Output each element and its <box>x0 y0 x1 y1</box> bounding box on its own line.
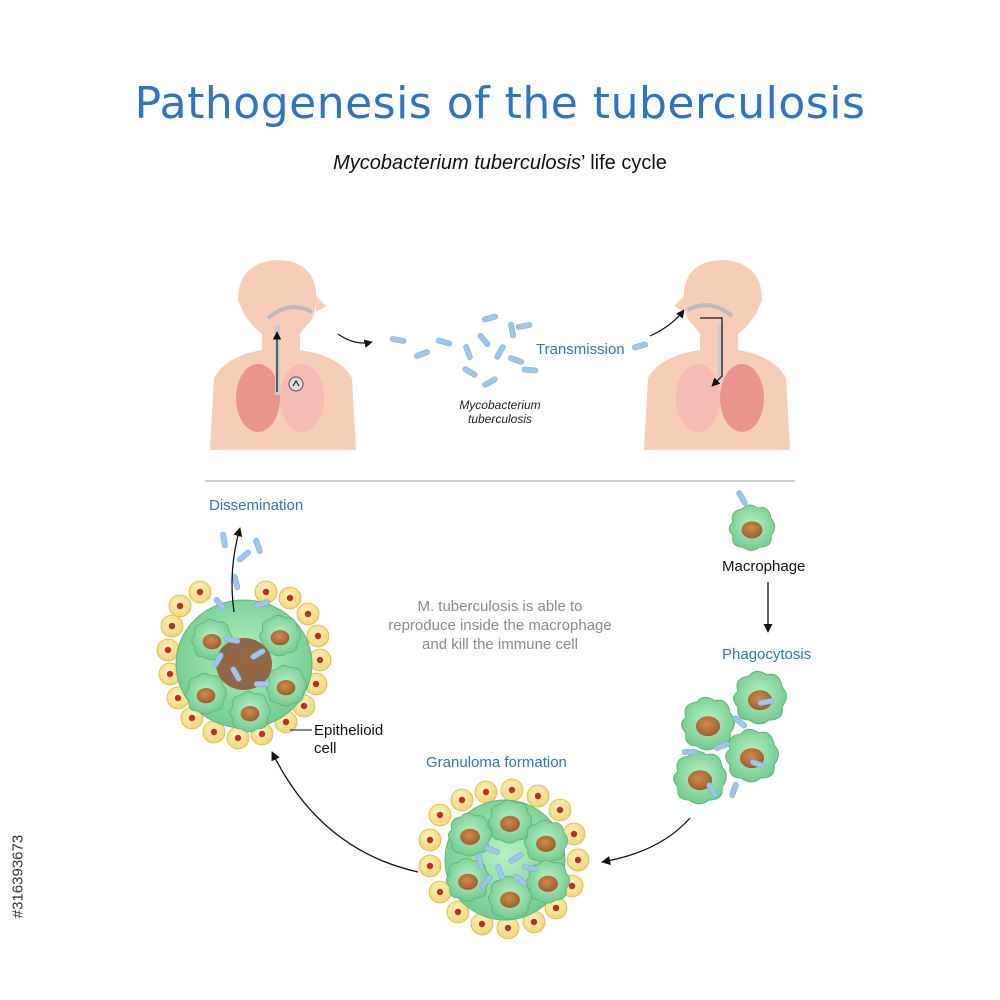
stock-id-text: #316393673 <box>9 834 27 919</box>
epithelioid-cell-label: Epithelioid cell <box>314 722 383 758</box>
mycobacterium-label-line2: tuberculosis <box>467 412 533 426</box>
note-line3: and kill the immune cell <box>422 636 578 653</box>
explanation-note: M. tuberculosis is able to reproduce ins… <box>350 597 650 654</box>
epithelioid-label-line2: cell <box>314 740 337 757</box>
granuloma-to-dissemination-arrow <box>271 751 419 873</box>
exhale-arrow <box>337 333 373 348</box>
subtitle-italic: Mycobacterium tuberculosis <box>333 152 581 174</box>
note-line1: M. tuberculosis is able to <box>417 598 583 615</box>
epithelioid-label-line1: Epithelioid <box>314 722 384 739</box>
phagocytosis-label: Phagocytosis <box>722 646 812 663</box>
granuloma-formation-label: Granuloma formation <box>426 754 567 771</box>
macrophage-label: Macrophage <box>722 558 806 575</box>
recipient-person-figure <box>644 260 790 450</box>
stock-id-vertical: #316393673 <box>8 768 28 988</box>
inhale-arrow <box>649 309 685 337</box>
mycobacterium-label: Mycobacterium tuberculosis <box>430 398 570 426</box>
page-title: Pathogenesis of the tuberculosis <box>134 78 866 129</box>
transmission-label: Transmission <box>536 341 625 358</box>
macrophage-cell <box>728 489 776 551</box>
necrotic-granuloma <box>156 531 332 750</box>
dissemination-arrow <box>231 527 243 613</box>
phagocytosis-cells <box>673 670 787 805</box>
infected-person-figure <box>210 260 356 450</box>
page-subtitle: Mycobacterium tuberculosis’ life cycle <box>0 152 1000 175</box>
mycobacterium-label-line1: Mycobacterium <box>459 398 541 412</box>
phagocytosis-to-granuloma-arrow <box>601 817 691 866</box>
subtitle-rest: ’ life cycle <box>580 152 667 174</box>
dissemination-label: Dissemination <box>209 497 304 514</box>
granuloma <box>418 778 590 940</box>
note-line2: reproduce inside the macrophage <box>388 617 612 634</box>
